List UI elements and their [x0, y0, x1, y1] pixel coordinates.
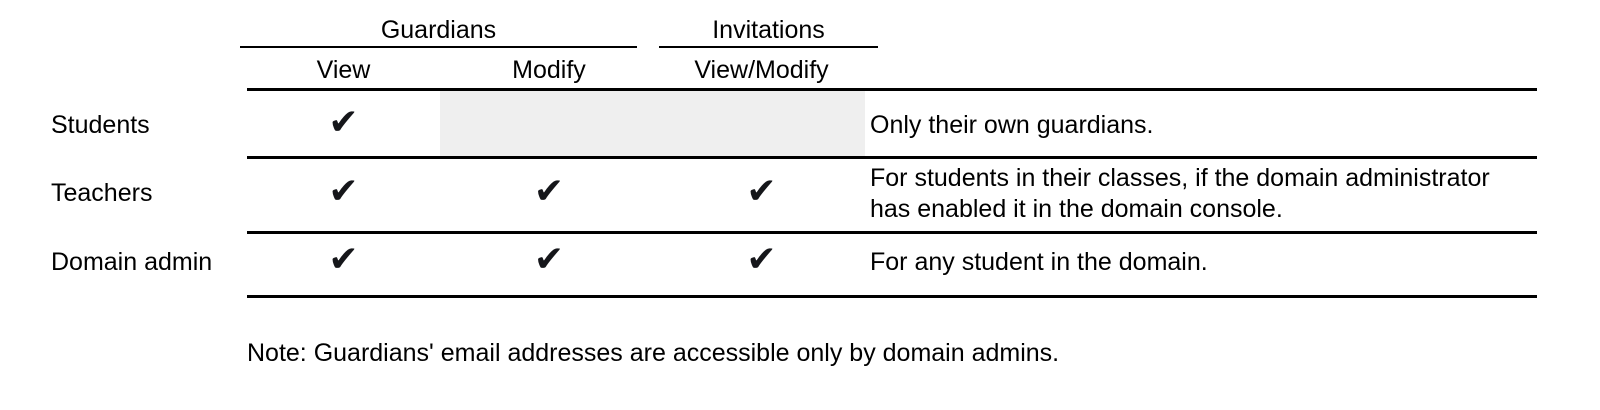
row-label-teachers: Teachers [51, 179, 153, 207]
cell-shaded-not-applicable [440, 91, 865, 156]
check-icon-teachers-guardians-view: ✔ [328, 171, 359, 212]
column-group-header-guardians: Guardians [380, 16, 497, 44]
rule-under-invitations-group [659, 46, 878, 48]
row-label-domain-admin: Domain admin [51, 248, 213, 276]
column-header-guardians-modify: Modify [512, 56, 586, 84]
rule-below-teachers-row [247, 231, 1537, 234]
column-header-guardians-view: View [316, 56, 371, 84]
rule-below-header [247, 88, 1537, 91]
note-students: Only their own guardians. [870, 111, 1154, 139]
check-icon-domain-admin-guardians-modify: ✔ [533, 239, 565, 280]
note-teachers: For students in their classes, if the do… [870, 164, 1490, 223]
column-group-header-invitations: Invitations [712, 16, 825, 44]
check-icon-students-guardians-view: ✔ [328, 102, 359, 143]
check-icon-teachers-guardians-modify: ✔ [533, 171, 565, 212]
row-label-students: Students [51, 111, 150, 139]
check-icon-teachers-invitations-view-modify: ✔ [746, 171, 777, 212]
table-footnote: Note: Guardians' email addresses are acc… [247, 339, 1060, 367]
check-icon-domain-admin-invitations-view-modify: ✔ [746, 239, 777, 280]
rule-below-students-row [247, 156, 1537, 159]
check-icon-domain-admin-guardians-view: ✔ [328, 239, 359, 280]
column-header-invitations-view-modify: View/Modify [694, 56, 829, 84]
rule-under-guardians-group [240, 46, 637, 48]
rule-below-domain-admin-row [247, 295, 1537, 298]
note-domain-admin: For any student in the domain. [870, 248, 1208, 276]
